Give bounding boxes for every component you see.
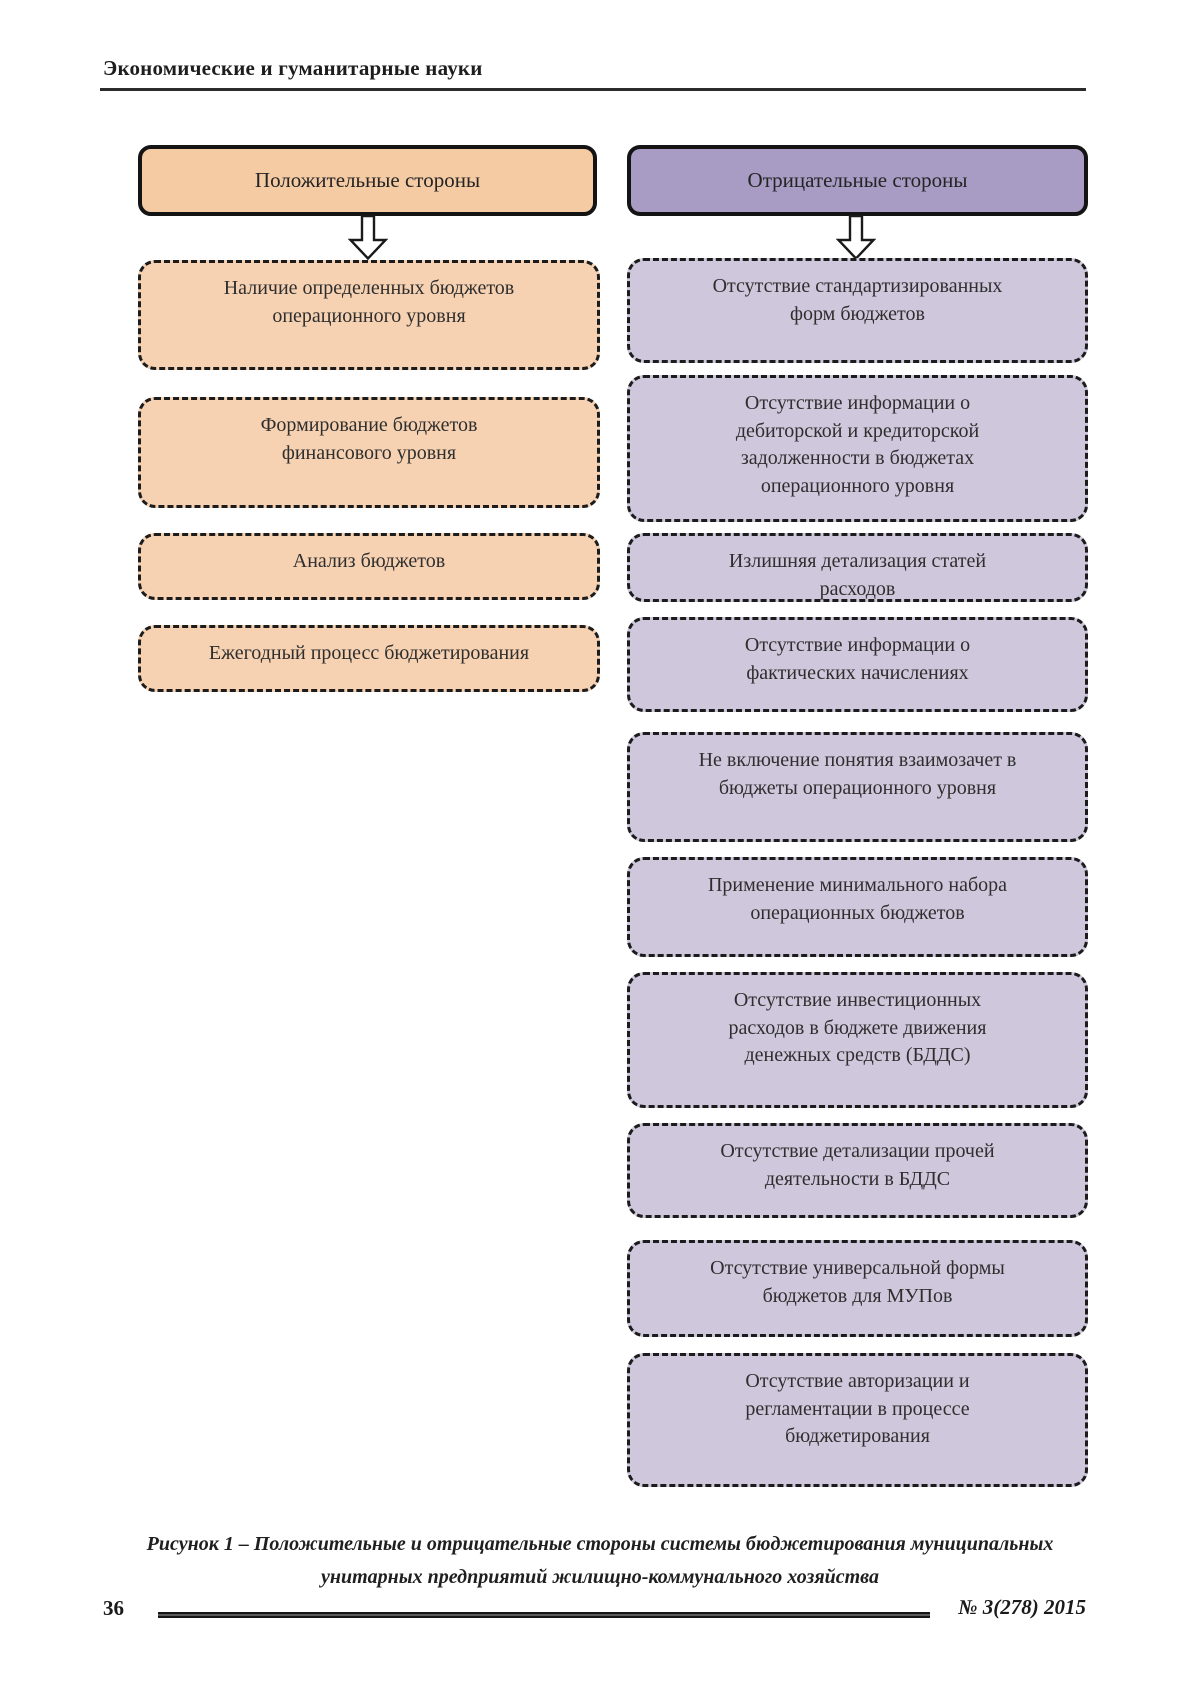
negative-box: Отсутствие детализации прочей деятельнос… [627,1123,1088,1218]
negative-box: Отсутствие стандартизированных форм бюдж… [627,258,1088,363]
negative-box: Отсутствие авторизации и регламентации в… [627,1353,1088,1487]
negative-box: Отсутствие информации о фактических начи… [627,617,1088,712]
positive-box: Наличие определенных бюджетов операционн… [138,260,600,370]
positive-box: Ежегодный процесс бюджетирования [138,625,600,692]
positive-box: Формирование бюджетов финансового уровня [138,397,600,508]
down-arrow-icon [348,215,388,260]
negative-box: Не включение понятия взаимозачет в бюдже… [627,732,1088,842]
negative-box: Применение минимального набора операцион… [627,857,1088,957]
running-header-rule [100,88,1086,91]
figure-caption: Рисунок 1 – Положительные и отрицательны… [146,1533,1054,1588]
footer-rule [158,1612,930,1618]
negative-box: Отсутствие универсальной формы бюджетов … [627,1240,1088,1337]
negative-header-label: Отрицательные стороны [747,168,968,192]
positive-header-label: Положительные стороны [254,168,481,192]
positive-header-box: Положительные стороны [138,145,597,216]
page-number: 36 [103,1596,124,1620]
negative-box: Отсутствие инвестиционных расходов в бюд… [627,972,1088,1108]
negative-header-box: Отрицательные стороны [627,145,1088,216]
down-arrow-icon [836,215,876,260]
positive-box: Анализ бюджетов [138,533,600,600]
negative-box: Отсутствие информации о дебиторской и кр… [627,375,1088,522]
negative-box: Излишняя детализация статей расходов [627,533,1088,602]
issue-label: № 3(278) 2015 [958,1595,1086,1619]
running-header-title: Экономические и гуманитарные науки [103,56,483,80]
